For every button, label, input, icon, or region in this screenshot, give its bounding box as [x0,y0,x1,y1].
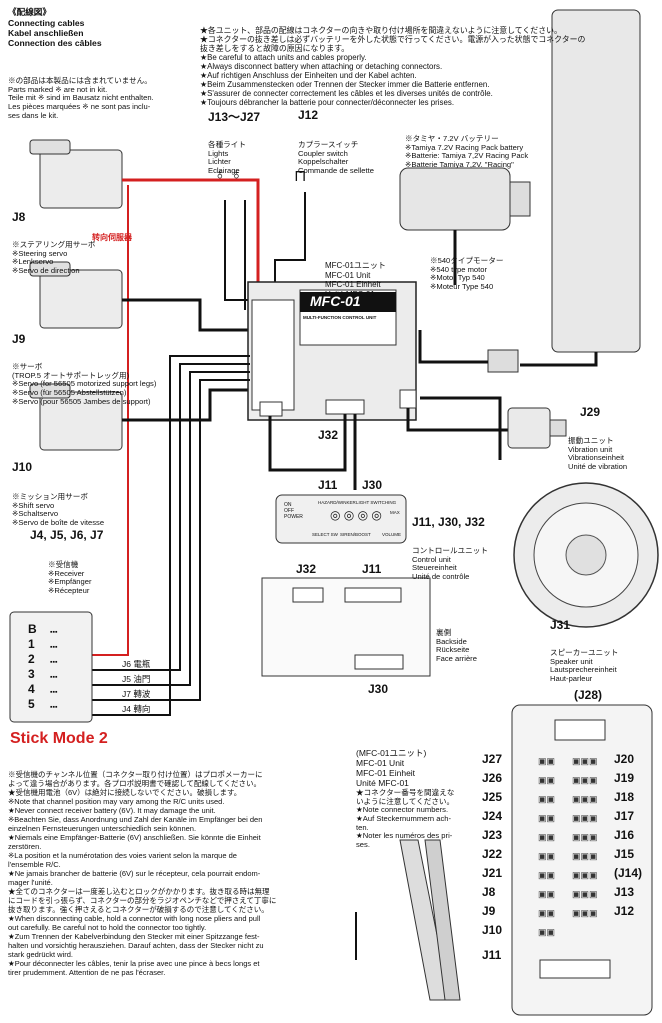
j9-label: J9 [12,332,26,346]
j28-label: (J28) [574,688,603,702]
header-line-2: Kabel anschließen [8,28,84,38]
j13-27-label: J13〜J27 [208,110,261,124]
cp-volume: VOLUME [382,532,402,537]
cp-select: SELECT SW [312,532,338,537]
light-bulb-icon: ♁ ♁ [214,166,243,183]
receiver-shape [9,611,93,723]
connector-pins-left: ▣▣▣▣▣▣▣▣▣▣▣▣▣▣▣▣▣▣▣▣ [538,756,556,937]
red-wire-steering [122,178,260,300]
not-in-kit-note: ※の部品は本製品には含まれていません。Parts marked ※ are no… [8,76,154,120]
mfc-board-shape [511,704,653,1016]
connector-pins-right: ▣▣▣▣▣▣▣▣▣▣▣▣▣▣▣▣▣▣▣▣▣▣▣▣▣▣▣ [572,756,598,918]
j8-label: J8 [12,210,26,224]
vibration-unit-shape [507,407,551,449]
battery-desc: ※タミヤ・7.2V バッテリー※Tamiya 7.2V Racing Pack … [405,134,529,169]
connector-note: ★コネクター番号を間違えないように注意してください。★Note connecto… [356,788,455,849]
j31-label: J31 [550,618,571,632]
j30-label-top: J30 [362,478,383,492]
battery-connector-shape [487,349,519,373]
cp-light: LIGHT SWITCHING [356,500,397,505]
motor-desc: ※540タイプモーター※540 type motor※Motor Typ 540… [430,256,504,291]
j11-label-top: J11 [318,478,338,492]
header-line-3: Connection des câbles [8,38,102,48]
cp-hazard: HAZARD/WINKER [318,500,356,505]
top-notes: ★各ユニット、部品の配線はコネクターの向きや取り付け場所を間違えないように注意し… [200,26,586,107]
j10-label: J10 [12,460,33,474]
j12-label: J12 [298,108,319,122]
servo-j10-shape [29,383,123,451]
channel-pins: ▪▪▪▪▪▪▪▪▪▪▪▪▪▪▪▪▪▪ [50,629,58,711]
j30-label-back: J30 [368,682,389,696]
mfc-logo: MFC-01 [310,293,361,309]
j32-label-back: J32 [296,562,317,576]
bottom-notes: ※受信機のチャンネル位置（コネクター取り付け位置）はプロポメーカーによって違う場… [8,770,277,977]
receiver-desc: ※受信機※Receiver※Empfänger※Récepteur [48,560,92,595]
cp-max: MAX [390,510,400,515]
header-title: 《配線図》 [8,7,51,17]
j8-desc: ※ステアリング用サーボ※Steering servo※Lenkservo※Ser… [12,240,96,275]
j32-label-top: J32 [318,428,339,442]
control-unit-label: J11, J30, J32 [412,515,485,529]
mfc-subtitle: MULTI-FUNCTION CONTROL UNIT [303,315,377,320]
j9-desc: ※サーボ(TROP.5 オートサポートレッグ用)※Servo (for 5650… [12,362,157,406]
servo-j9-shape [29,261,123,329]
j8-annotation: 转向伺服器 [92,233,132,242]
stick-mode-title: Stick Mode 2 [10,730,108,747]
control-panel-shape [275,494,407,544]
receiver-label: J4, J5, J6, J7 [30,528,104,542]
control-knob-icons: ◎ ◎ ◎ ◎ [330,508,382,522]
j10-desc: ※ミッション用サーボ※Shift servo※Schaltservo※Servo… [12,492,105,527]
header-line-1: Connecting cables [8,18,85,28]
j11-label-back: J11 [362,562,382,576]
coupler-switch-icon: ⊓ [294,168,307,185]
j29-label: J29 [580,405,601,419]
cp-siren: SIREN/BOOST [340,532,371,537]
servo-j8-shape [29,139,123,209]
